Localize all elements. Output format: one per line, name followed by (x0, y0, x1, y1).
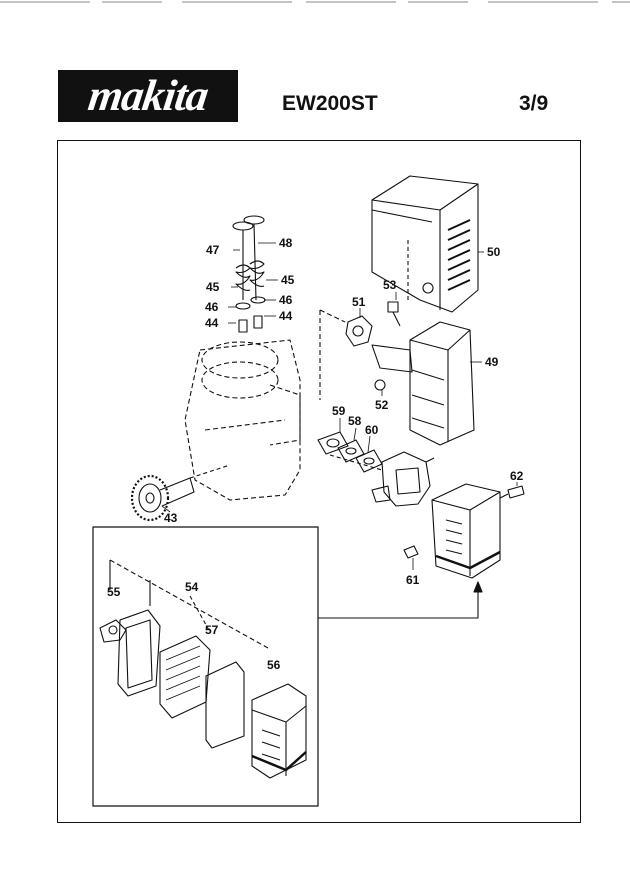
muffler-drawing (371, 321, 475, 446)
callout-53: 53 (383, 278, 397, 292)
muffler-cover-drawing (371, 175, 479, 313)
callout-61: 61 (406, 573, 420, 587)
callout-50: 50 (487, 245, 501, 259)
callout-51: 51 (352, 295, 366, 309)
parts-diagram-frame (57, 140, 581, 823)
model-number: EW200ST (282, 92, 378, 115)
part-number-callouts: 43 44 44 45 45 46 46 47 48 49 50 51 52 5… (107, 236, 524, 672)
callout-43: 43 (164, 511, 178, 525)
callout-49: 49 (485, 355, 499, 369)
nut-52-drawing (374, 379, 386, 391)
scan-top-rules (0, 1, 630, 3)
detail-leader-line (318, 585, 479, 619)
callout-52: 52 (375, 398, 389, 412)
callout-60: 60 (365, 423, 379, 437)
callout-44-left: 44 (205, 316, 219, 330)
nut-61-drawing (403, 545, 419, 559)
air-cleaner-exploded-drawing (99, 559, 307, 779)
callout-46-right: 46 (279, 293, 293, 307)
callout-45-left: 45 (206, 280, 220, 294)
bolt-53-drawing (387, 301, 401, 327)
callout-47: 47 (206, 243, 220, 257)
engine-block-drawing (184, 309, 346, 501)
gasket-58-drawing (337, 439, 365, 463)
exhaust-gasket-drawing (345, 315, 373, 347)
callout-48: 48 (279, 236, 293, 250)
detail-box (92, 526, 319, 807)
callout-57: 57 (205, 623, 219, 637)
callout-leaders (161, 242, 518, 570)
callout-54: 54 (185, 580, 199, 594)
callout-58: 58 (348, 414, 362, 428)
page-number: 3/9 (519, 92, 549, 115)
callout-45-right: 45 (281, 273, 295, 287)
gasket-59-drawing (317, 431, 349, 455)
callout-46-left: 46 (205, 300, 219, 314)
callout-44-right: 44 (279, 309, 293, 323)
carburetor-drawing (329, 451, 435, 507)
callout-59: 59 (332, 404, 346, 418)
brand-logo: makita (58, 70, 238, 122)
camshaft-gear-drawing (130, 464, 231, 522)
callout-56: 56 (267, 658, 281, 672)
bolt-62-drawing (499, 485, 525, 499)
callout-62: 62 (510, 469, 524, 483)
valve-assembly-drawing (232, 215, 266, 333)
air-cleaner-case-drawing (431, 483, 501, 579)
callout-55: 55 (107, 585, 121, 599)
